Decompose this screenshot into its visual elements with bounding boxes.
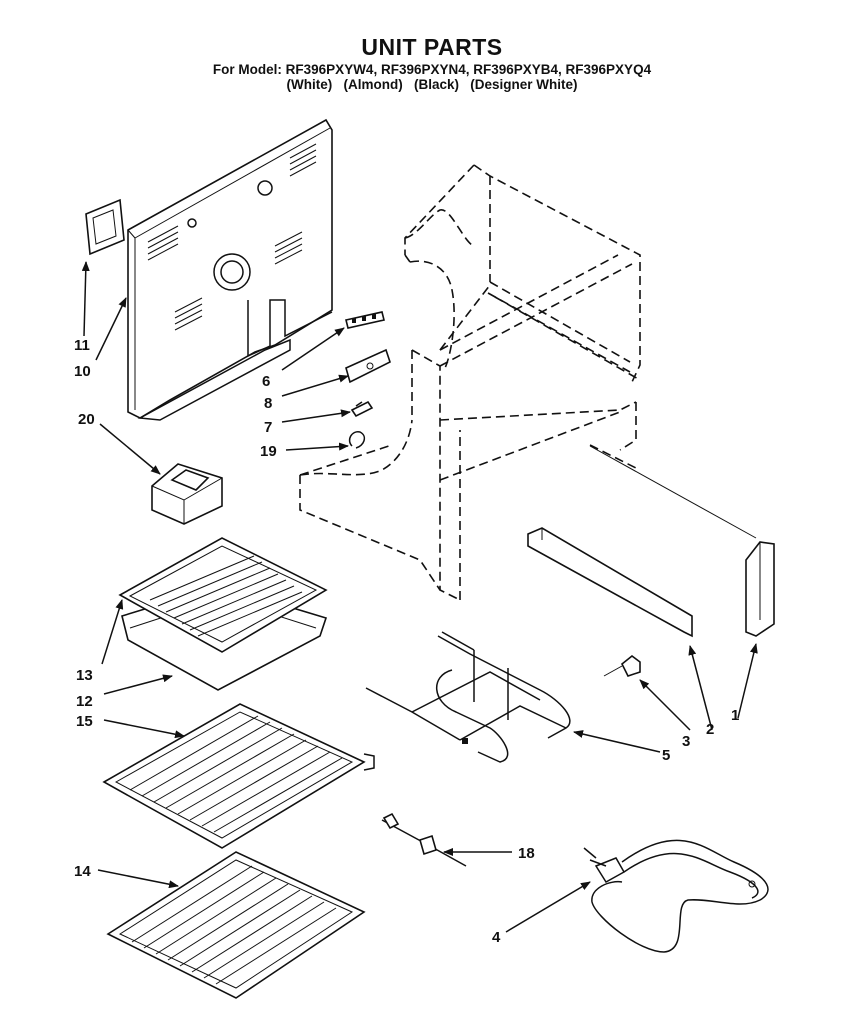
callout-15: 15 (76, 713, 93, 730)
oven-rack-upper (102, 703, 375, 849)
terminal-block (345, 311, 385, 329)
transformer-box (151, 463, 223, 525)
callout-10: 10 (74, 363, 91, 380)
broil-element (583, 839, 769, 953)
callout-12: 12 (76, 693, 93, 710)
broiler-grid (118, 537, 328, 653)
color-list: (White) (Almond) (Black) (Designer White… (286, 77, 578, 92)
insulation-gasket (85, 198, 125, 256)
callout-14: 14 (74, 863, 91, 880)
callout-2: 2 (706, 721, 714, 738)
leader-arrows (81, 261, 758, 933)
callout-4: 4 (492, 929, 501, 946)
callout-6: 6 (262, 373, 270, 390)
bake-element (365, 631, 571, 763)
callout-13: 13 (76, 667, 93, 684)
callout-3: 3 (682, 733, 690, 750)
temperature-sensor (381, 812, 467, 867)
callout-18: 18 (518, 845, 535, 862)
leader-line (589, 445, 757, 539)
side-trim-rail (527, 527, 693, 638)
mounting-bracket (345, 348, 391, 384)
oven-rack-lower (106, 851, 366, 999)
leader-line (603, 665, 623, 677)
callout-11: 11 (74, 337, 90, 354)
callout-7: 7 (264, 419, 272, 436)
callout-19: 19 (260, 443, 277, 460)
page-title: UNIT PARTS (361, 34, 503, 60)
back-panel (127, 118, 333, 421)
side-trim-end-cap (745, 541, 775, 637)
oven-cavity-outline (299, 164, 641, 601)
model-list: For Model: RF396PXYW4, RF396PXYN4, RF396… (212, 62, 652, 77)
wire-loop (348, 431, 366, 449)
callout-20: 20 (78, 411, 95, 428)
callout-8: 8 (264, 395, 272, 412)
wire-clip (350, 400, 374, 418)
trim-clip (620, 654, 641, 677)
callout-1: 1 (731, 707, 739, 724)
callout-5: 5 (662, 747, 670, 764)
